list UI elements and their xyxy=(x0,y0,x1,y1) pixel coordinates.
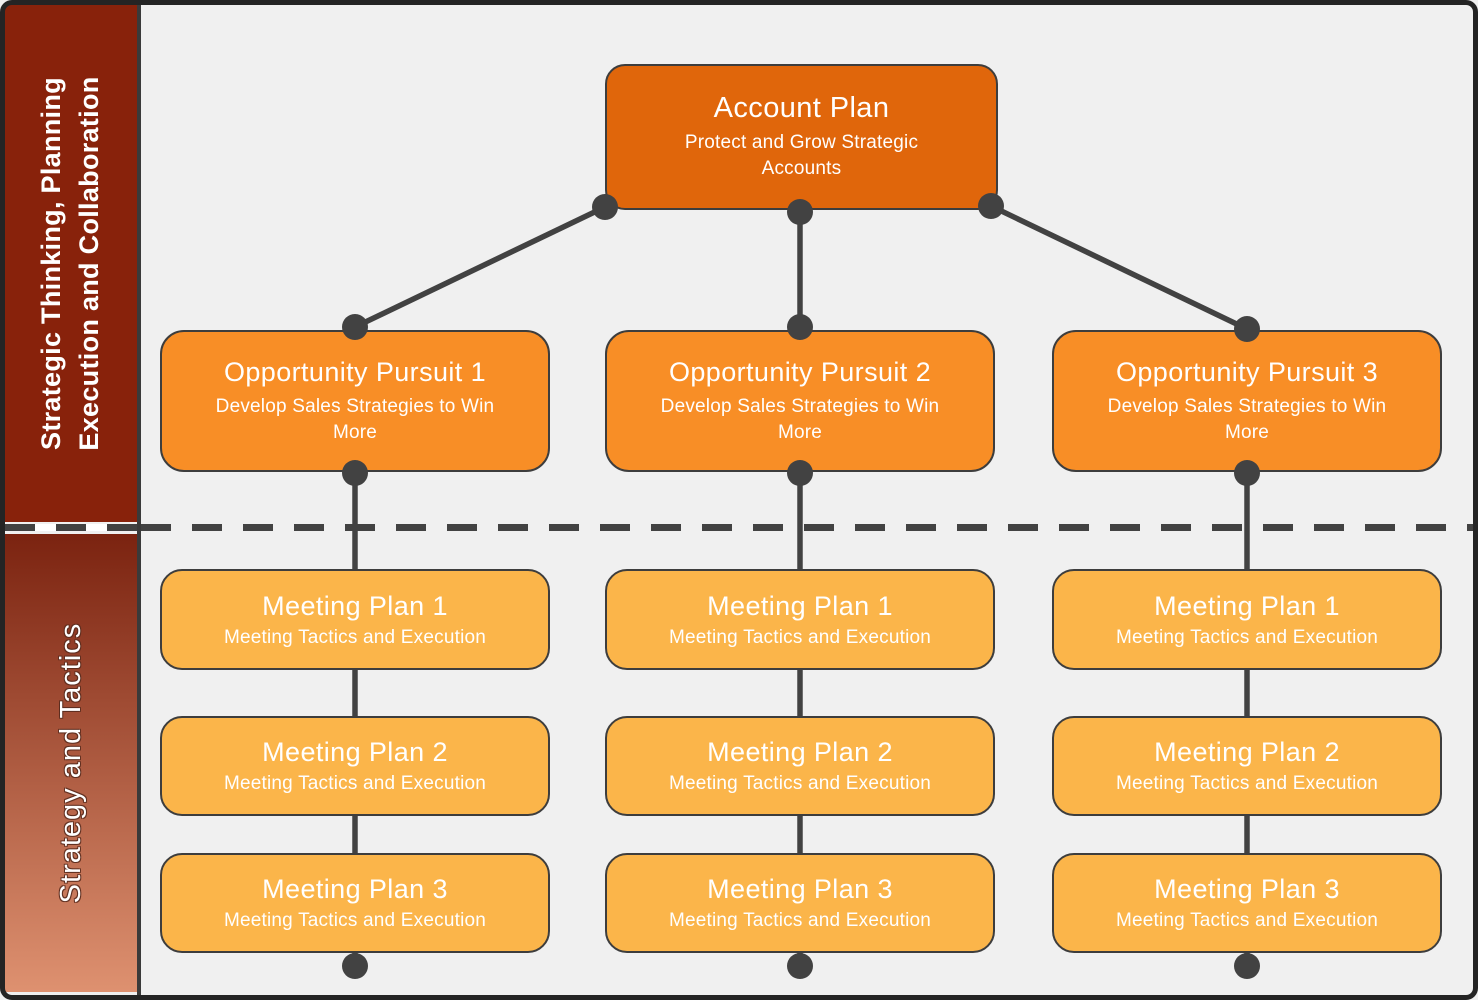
node-title: Meeting Plan 3 xyxy=(1154,874,1340,904)
phase-divider-dashed-sidebar xyxy=(5,524,137,531)
node-subtitle: Develop Sales Strategies to Win More xyxy=(1107,395,1387,443)
node-title: Meeting Plan 1 xyxy=(262,590,448,621)
sidebar-bottom-band xyxy=(5,534,137,992)
phase-divider-dashed-main xyxy=(141,524,1474,531)
sidebar-top-label: Strategic Thinking, Planning Execution a… xyxy=(5,5,137,522)
node-title: Meeting Plan 1 xyxy=(707,590,893,621)
node-subtitle: Meeting Tactics and Execution xyxy=(1115,910,1379,931)
node-subtitle: Meeting Tactics and Execution xyxy=(223,910,487,931)
sidebar-separator-line xyxy=(137,0,141,1000)
node-meeting-plan-1-col2: Meeting Plan 1 Meeting Tactics and Execu… xyxy=(605,569,995,670)
sidebar-top-label-line1: Strategic Thinking, Planning xyxy=(36,77,67,450)
node-subtitle: Meeting Tactics and Execution xyxy=(1115,773,1379,794)
node-title: Opportunity Pursuit 3 xyxy=(1115,356,1379,387)
sidebar-top-band xyxy=(5,5,137,522)
node-opportunity-pursuit-1: Opportunity Pursuit 1 Develop Sales Stra… xyxy=(160,330,550,472)
node-subtitle: Develop Sales Strategies to Win More xyxy=(215,395,495,443)
node-meeting-plan-1-col1: Meeting Plan 1 Meeting Tactics and Execu… xyxy=(160,569,550,670)
node-title: Opportunity Pursuit 2 xyxy=(668,356,932,387)
node-subtitle: Meeting Tactics and Execution xyxy=(668,626,932,648)
node-subtitle: Develop Sales Strategies to Win More xyxy=(660,395,940,443)
node-title: Meeting Plan 2 xyxy=(1154,737,1340,767)
node-meeting-plan-3-col1: Meeting Plan 3 Meeting Tactics and Execu… xyxy=(160,853,550,953)
node-title: Meeting Plan 2 xyxy=(262,737,448,767)
sidebar-top-label-line2: Execution and Collaboration xyxy=(74,76,104,451)
node-meeting-plan-1-col3: Meeting Plan 1 Meeting Tactics and Execu… xyxy=(1052,569,1442,670)
node-meeting-plan-2-col2: Meeting Plan 2 Meeting Tactics and Execu… xyxy=(605,716,995,816)
node-title: Meeting Plan 1 xyxy=(1154,590,1340,621)
node-subtitle: Meeting Tactics and Execution xyxy=(668,773,932,794)
node-title: Meeting Plan 3 xyxy=(707,874,893,904)
node-account-plan: Account Plan Protect and Grow Strategic … xyxy=(605,64,998,210)
node-title: Account Plan xyxy=(713,92,890,125)
node-meeting-plan-3-col2: Meeting Plan 3 Meeting Tactics and Execu… xyxy=(605,853,995,953)
node-opportunity-pursuit-3: Opportunity Pursuit 3 Develop Sales Stra… xyxy=(1052,330,1442,472)
node-subtitle: Meeting Tactics and Execution xyxy=(223,773,487,794)
node-title: Meeting Plan 3 xyxy=(262,874,448,904)
node-meeting-plan-2-col3: Meeting Plan 2 Meeting Tactics and Execu… xyxy=(1052,716,1442,816)
node-subtitle: Meeting Tactics and Execution xyxy=(668,910,932,931)
node-subtitle: Meeting Tactics and Execution xyxy=(223,626,487,648)
sidebar-bottom-label: Strategy and Tactics xyxy=(54,622,87,904)
node-opportunity-pursuit-2: Opportunity Pursuit 2 Develop Sales Stra… xyxy=(605,330,995,472)
node-title: Meeting Plan 2 xyxy=(707,737,893,767)
node-subtitle: Meeting Tactics and Execution xyxy=(1115,626,1379,648)
node-meeting-plan-2-col1: Meeting Plan 2 Meeting Tactics and Execu… xyxy=(160,716,550,816)
node-meeting-plan-3-col3: Meeting Plan 3 Meeting Tactics and Execu… xyxy=(1052,853,1442,953)
node-title: Opportunity Pursuit 1 xyxy=(223,356,487,387)
node-subtitle: Protect and Grow Strategic Accounts xyxy=(684,132,919,179)
